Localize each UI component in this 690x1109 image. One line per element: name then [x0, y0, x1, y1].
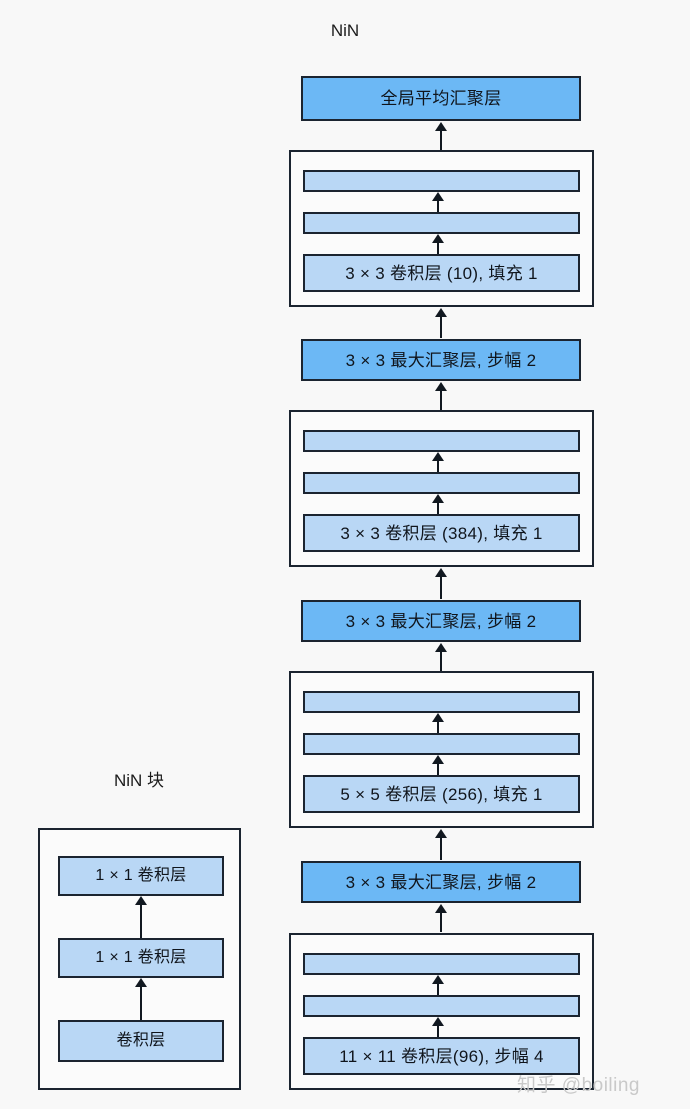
nin-block-2-conv: 5 × 5 卷积层 (256), 填充 1 [303, 775, 580, 813]
nin-block-2-conv1x1-a [303, 733, 580, 755]
nin-block-4-arrow-mid-top [432, 192, 444, 212]
nin-block-1-arrow-mid-top [432, 975, 444, 995]
watermark: 知乎 @boiling [517, 1075, 640, 1096]
arrow-block3-to-maxpool3 [435, 382, 447, 410]
nin-block-1-conv1x1-b [303, 953, 580, 975]
arrow-block1-to-maxpool1 [435, 904, 447, 932]
nin-block-3: 3 × 3 卷积层 (384), 填充 1 [289, 410, 594, 567]
node-maxpool-3-label: 3 × 3 最大汇聚层, 步幅 2 [345, 350, 537, 370]
nin-block-2-conv-label: 5 × 5 卷积层 (256), 填充 1 [340, 784, 543, 804]
nin-block-1-arrow-mid-bottom [432, 1017, 444, 1037]
nin-block-3-conv1x1-b [303, 430, 580, 452]
legend-title: NiN 块 [113, 771, 165, 790]
nin-block-4-conv: 3 × 3 卷积层 (10), 填充 1 [303, 254, 580, 292]
legend-layer-conv1x1-b-label: 1 × 1 卷积层 [95, 867, 187, 884]
legend-layer-conv1x1-b: 1 × 1 卷积层 [58, 856, 224, 896]
arrow-maxpool2-to-block3 [435, 568, 447, 599]
nin-block-4-conv1x1-a [303, 212, 580, 234]
nin-block-3-conv-label: 3 × 3 卷积层 (384), 填充 1 [340, 523, 543, 543]
nin-block-4-conv1x1-b [303, 170, 580, 192]
node-global-avg-pool: 全局平均汇聚层 [301, 76, 581, 121]
node-maxpool-2-label: 3 × 3 最大汇聚层, 步幅 2 [345, 611, 537, 631]
nin-block-4: 3 × 3 卷积层 (10), 填充 1 [289, 150, 594, 307]
legend-arrow-top [135, 896, 147, 938]
legend-layer-conv1x1-a: 1 × 1 卷积层 [58, 938, 224, 978]
nin-block-3-arrow-mid-top [432, 452, 444, 472]
legend-layer-conv-label: 卷积层 [116, 1032, 166, 1049]
nin-block-3-conv1x1-a [303, 472, 580, 494]
nin-block-2-arrow-mid-top [432, 713, 444, 733]
nin-block-4-conv-label: 3 × 3 卷积层 (10), 填充 1 [345, 263, 538, 283]
legend-nin-block: 1 × 1 卷积层 1 × 1 卷积层 卷积层 [38, 828, 241, 1090]
arrow-block4-to-gap [435, 122, 447, 150]
nin-block-1-conv1x1-a [303, 995, 580, 1017]
arrow-maxpool1-to-block2 [435, 829, 447, 860]
nin-block-1-conv-label: 11 × 11 卷积层(96), 步幅 4 [339, 1046, 544, 1066]
node-maxpool-1: 3 × 3 最大汇聚层, 步幅 2 [301, 861, 581, 903]
legend-layer-conv: 卷积层 [58, 1020, 224, 1062]
legend-layer-conv1x1-a-label: 1 × 1 卷积层 [95, 949, 187, 966]
nin-block-2: 5 × 5 卷积层 (256), 填充 1 [289, 671, 594, 828]
page-title: NiN [330, 21, 360, 40]
arrow-maxpool3-to-block4 [435, 308, 447, 338]
nin-block-4-arrow-mid-bottom [432, 234, 444, 254]
nin-block-1: 11 × 11 卷积层(96), 步幅 4 [289, 933, 594, 1090]
nin-block-2-conv1x1-b [303, 691, 580, 713]
nin-block-3-conv: 3 × 3 卷积层 (384), 填充 1 [303, 514, 580, 552]
node-maxpool-2: 3 × 3 最大汇聚层, 步幅 2 [301, 600, 581, 642]
legend-arrow-bottom [135, 978, 147, 1020]
node-global-avg-pool-label: 全局平均汇聚层 [380, 89, 502, 108]
nin-block-1-conv: 11 × 11 卷积层(96), 步幅 4 [303, 1037, 580, 1075]
nin-block-3-arrow-mid-bottom [432, 494, 444, 514]
node-maxpool-3: 3 × 3 最大汇聚层, 步幅 2 [301, 339, 581, 381]
arrow-block2-to-maxpool2 [435, 643, 447, 671]
nin-block-2-arrow-mid-bottom [432, 755, 444, 775]
node-maxpool-1-label: 3 × 3 最大汇聚层, 步幅 2 [345, 872, 537, 892]
